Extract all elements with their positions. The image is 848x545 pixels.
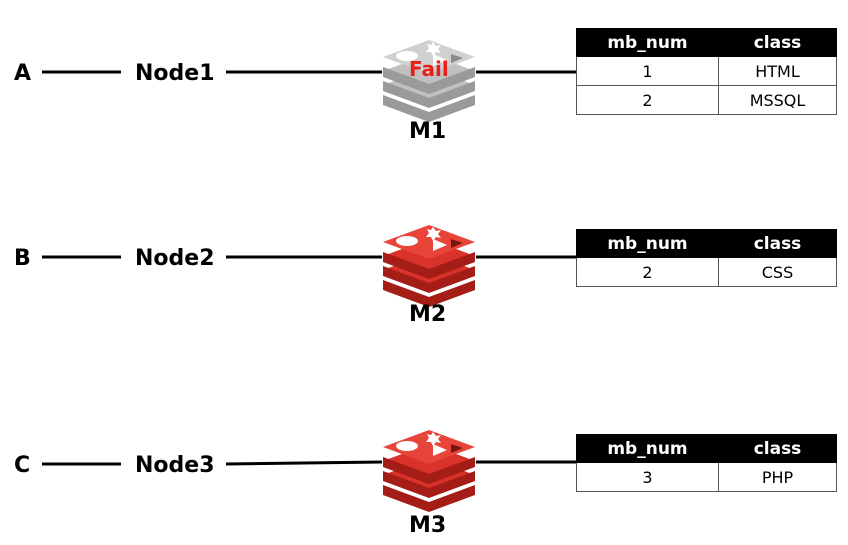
node-label-1: Node1 [135,61,215,86]
column-header: class [718,28,837,57]
client-label-c: C [14,453,30,478]
server-label-m3: M3 [409,513,446,538]
m3-data-table: mb_num class 3 PHP [576,434,837,492]
column-header: mb_num [576,229,719,258]
redis-server-icon [383,430,475,512]
table-header-row: mb_num class [576,28,837,57]
table-row: 1 HTML [576,56,837,86]
node-label-3: Node3 [135,453,215,478]
table-header-row: mb_num class [576,229,837,258]
node-label-2: Node2 [135,246,215,271]
row-2: B Node2 M2 [14,225,577,327]
column-header: class [718,434,837,463]
server-label-m1: M1 [409,119,446,144]
table-row: 2 CSS [576,257,837,287]
client-label-a: A [14,61,31,86]
redis-server-icon [383,225,475,307]
table-cell: 1 [576,56,719,86]
table-header-row: mb_num class [576,434,837,463]
table-cell: 3 [576,462,719,492]
row-1: A Node1 Fail M1 [14,40,577,144]
server-label-m2: M2 [409,302,446,327]
redis-server-icon-failed [383,40,475,122]
table-cell: 2 [576,85,719,115]
m2-data-table: mb_num class 2 CSS [576,229,837,287]
table-cell: 2 [576,257,719,287]
table-row: 3 PHP [576,462,837,492]
table-cell: HTML [718,56,837,86]
client-label-b: B [14,246,31,271]
column-header: class [718,229,837,258]
table-row: 2 MSSQL [576,85,837,115]
table-cell: PHP [718,462,837,492]
wire-node3-m3 [225,460,383,466]
column-header: mb_num [576,434,719,463]
row-3: C Node3 M3 [14,430,577,538]
fail-status: Fail [409,57,449,81]
column-header: mb_num [576,28,719,57]
table-cell: CSS [718,257,837,287]
m1-data-table: mb_num class 1 HTML 2 MSSQL [576,28,837,115]
table-cell: MSSQL [718,85,837,115]
